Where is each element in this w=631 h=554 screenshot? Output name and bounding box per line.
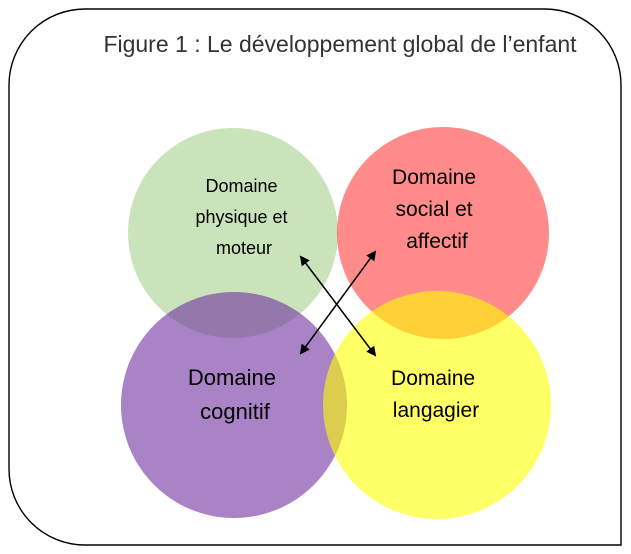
label-social-affective-domain: Domaine social et affectif [392, 166, 482, 253]
circle-social-affective-domain [337, 127, 549, 339]
circle-physical-motor-domain [128, 128, 338, 338]
label-cognitive-domain: Domaine cognitif [188, 365, 282, 424]
circle-language-domain [323, 291, 551, 519]
label-physical-motor-domain: Domaine physique et moteur [195, 176, 292, 258]
arrow-social-to-cognitive [299, 250, 377, 355]
figure-title: Figure 1 : Le développement global de l’… [103, 31, 577, 57]
label-language-domain: Domaine langagier [391, 367, 481, 422]
circle-cognitive-domain [121, 292, 347, 518]
